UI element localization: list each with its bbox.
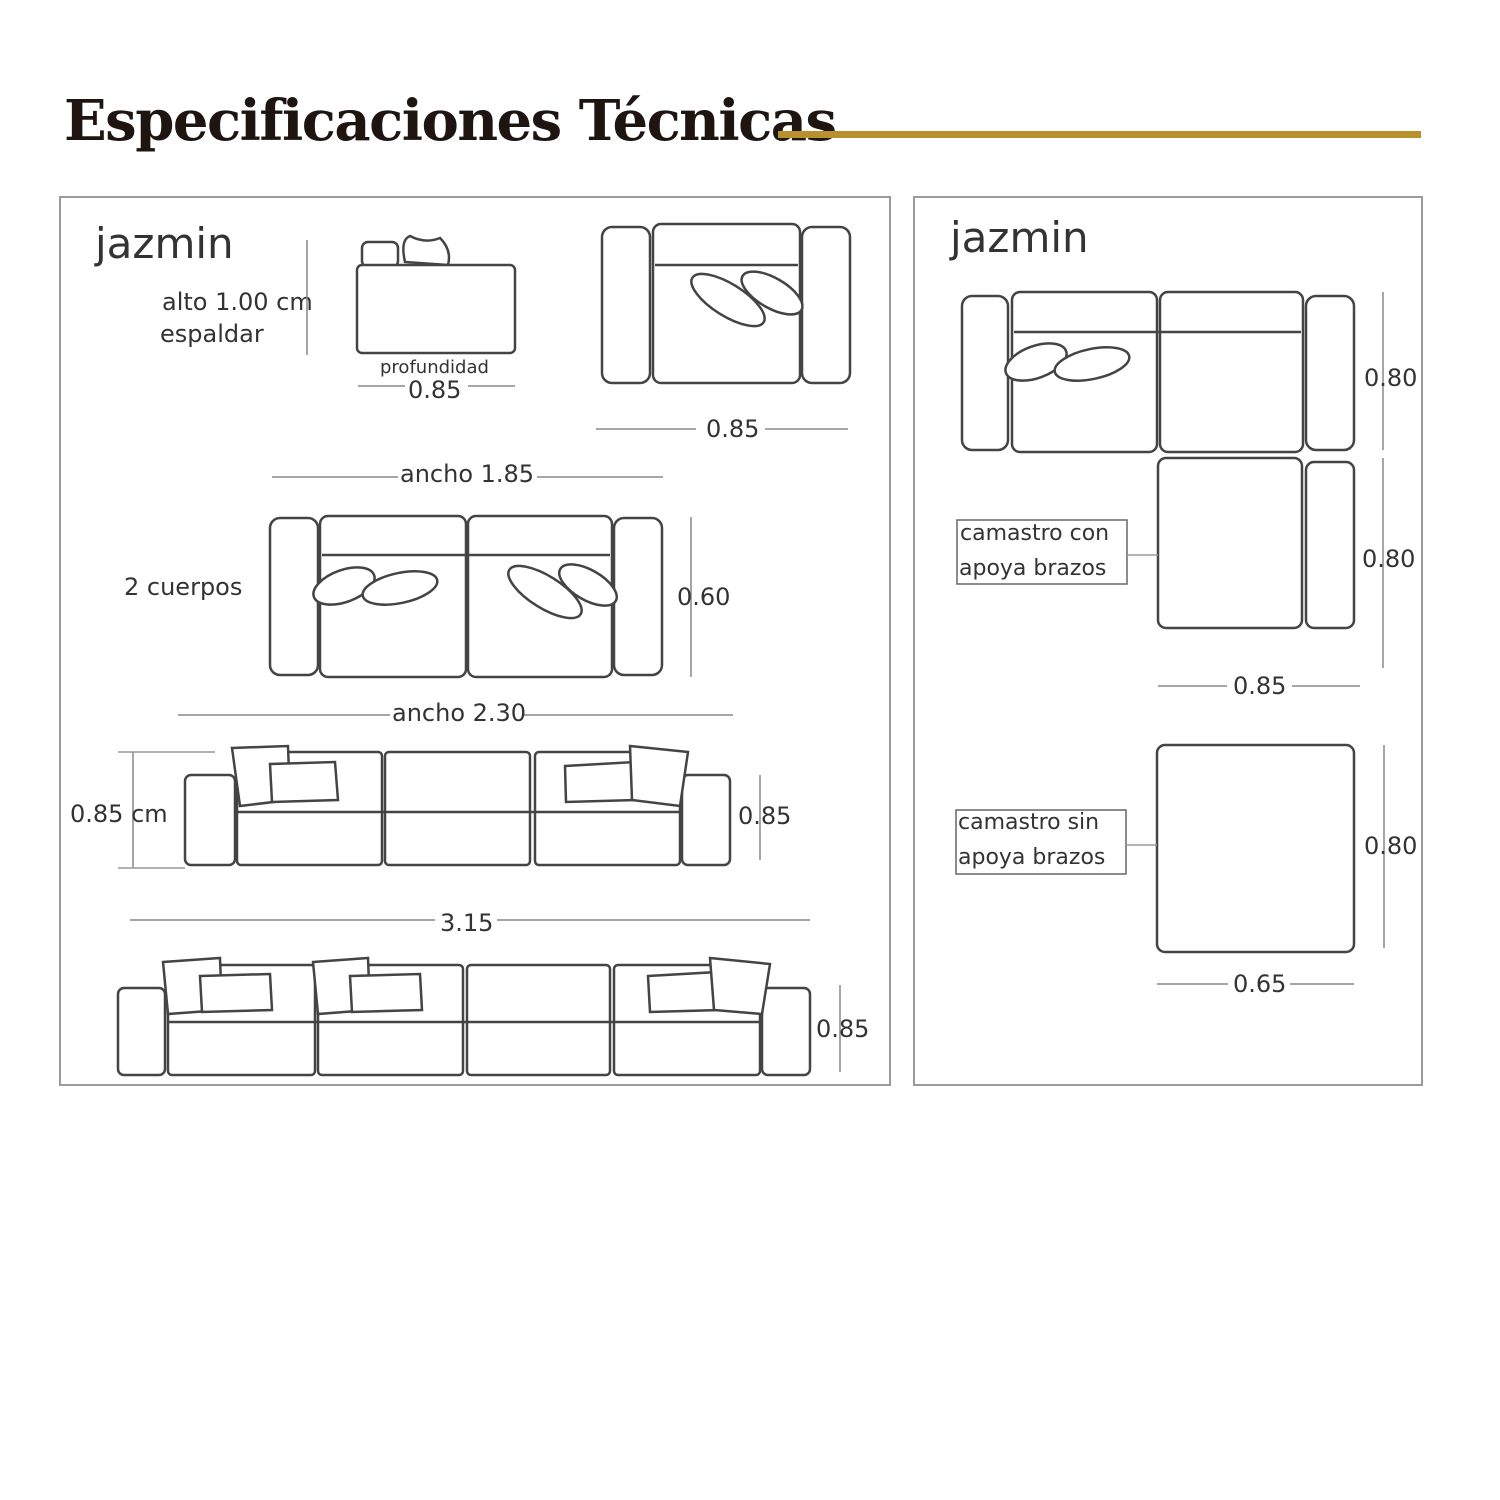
three-seat-height-right: 0.85 xyxy=(738,802,791,830)
model-name: jazmin xyxy=(94,219,234,268)
chaise-arm-width-value: 0.85 xyxy=(1233,672,1286,700)
four-seat-front-view xyxy=(116,956,812,1077)
chaise-noarm-label-line1: camastro sin xyxy=(958,810,1099,835)
two-seat-depth-value: 0.60 xyxy=(677,583,730,611)
chaise-arm-label-line2: apoya brazos xyxy=(959,556,1106,581)
chaise-arm-label-box xyxy=(956,519,1128,585)
backrest-label: espaldar xyxy=(160,320,264,348)
corner-depth-value: 0.80 xyxy=(1364,364,1417,392)
chaise-noarm-depth-value: 0.80 xyxy=(1364,832,1417,860)
page-title: Especificaciones Técnicas xyxy=(64,88,836,154)
title-accent-line xyxy=(778,131,1421,138)
chaise-arm-depth-value: 0.80 xyxy=(1362,545,1415,573)
four-seat-width-value: 3.15 xyxy=(440,909,493,937)
depth-label: profundidad xyxy=(380,357,489,378)
armchair-width-value: 0.85 xyxy=(706,415,759,443)
chaise-noarm-label-box xyxy=(955,809,1127,875)
chaise-with-arm-drawing xyxy=(1156,456,1356,630)
chaise-without-arm-drawing xyxy=(1155,743,1356,954)
side-depth-value: 0.85 xyxy=(408,376,461,404)
model-name: jazmin xyxy=(949,213,1089,262)
right-panel: jazmin 0.80 0.80 camastro con apoya braz… xyxy=(913,196,1423,1086)
armchair-top-view xyxy=(600,222,852,385)
chaise-noarm-width-value: 0.65 xyxy=(1233,970,1286,998)
height-label: alto 1.00 cm xyxy=(162,288,313,316)
chaise-noarm-label-line2: apoya brazos xyxy=(958,845,1105,870)
two-seat-top-view xyxy=(268,514,664,679)
corner-top-view xyxy=(960,290,1356,454)
two-seat-width-value: ancho 1.85 xyxy=(400,460,534,488)
left-panel: jazmin alto 1.00 cm espaldar profundidad… xyxy=(59,196,891,1086)
three-seat-height-left: 0.85 cm xyxy=(70,800,168,828)
four-seat-height-value: 0.85 xyxy=(816,1015,869,1043)
three-seat-front-view xyxy=(183,744,732,867)
side-view-drawing xyxy=(355,234,517,355)
chaise-arm-label-line1: camastro con xyxy=(960,521,1109,546)
two-seat-label: 2 cuerpos xyxy=(124,573,242,601)
three-seat-width-value: ancho 2.30 xyxy=(392,699,526,727)
